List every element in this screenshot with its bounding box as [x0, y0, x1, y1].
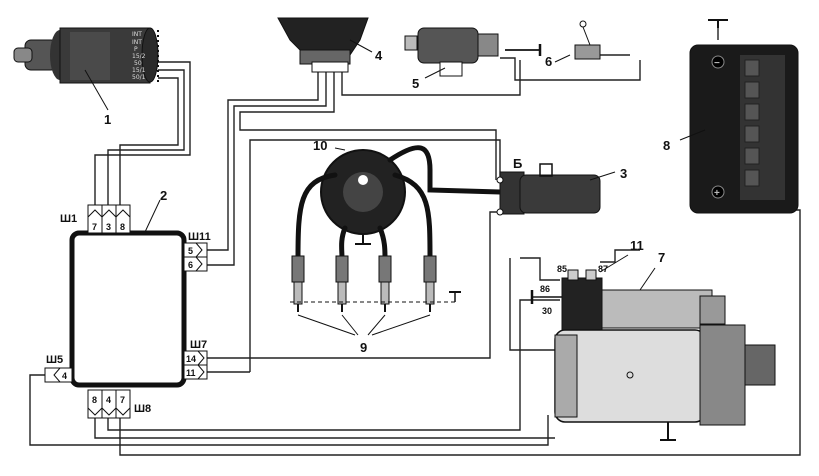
label-spark-plugs: 9	[360, 340, 367, 355]
connector-sh8-name: Ш8	[134, 403, 151, 415]
spark-plug-2	[335, 255, 349, 312]
ignition-switch-terminals: INT INT P 15/2 50 15/1 50/1	[132, 31, 146, 81]
connector-sh5: 4	[44, 367, 73, 383]
ignition-switch: INT INT P 15/2 50 15/1 50/1	[13, 27, 159, 111]
tach-relay	[404, 27, 542, 79]
label-ignition-switch: 1	[104, 112, 111, 127]
battery-minus: −	[714, 58, 720, 69]
connector-sh5-name: Ш5	[46, 354, 63, 366]
connector-sh7-name: Ш7	[190, 339, 207, 351]
econ-switch	[554, 20, 601, 63]
sh7-pin-11: 11	[186, 368, 196, 378]
relay-terminal-30: 30	[542, 306, 552, 316]
sh7-pin-14: 14	[186, 354, 196, 364]
distributor	[320, 147, 406, 245]
spark-plug-4	[423, 255, 437, 312]
terminal-p: P	[134, 46, 138, 53]
battery-plus: +	[714, 188, 720, 199]
connector-sh1: 7 3 8	[87, 204, 131, 234]
sh1-pin-7: 7	[92, 222, 97, 232]
battery: − +	[679, 44, 799, 214]
sh5-pin-4: 4	[62, 371, 67, 381]
ground-symbol-battery	[708, 19, 728, 28]
terminal-int-1: INT	[132, 31, 142, 38]
sh11-pin-5: 5	[188, 246, 193, 256]
connector-sh11-name: Ш11	[188, 231, 211, 243]
label-battery: 8	[663, 138, 670, 153]
ignition-coil	[496, 163, 616, 216]
terminal-15-1: 15/1	[132, 67, 146, 74]
relay-terminal-85: 85	[557, 264, 567, 274]
label-distributor: 10	[313, 138, 327, 153]
sh1-pin-8: 8	[120, 222, 125, 232]
spark-plug-1	[291, 255, 305, 312]
connector-sh8: 8 4 7	[87, 389, 131, 419]
terminal-int-2: INT	[132, 39, 142, 46]
terminal-50-1: 50/1	[132, 74, 146, 81]
sh8-pin-7: 7	[120, 395, 125, 405]
coil-terminal-b: Б	[513, 156, 522, 171]
label-econ-switch: 6	[545, 54, 552, 69]
sh1-pin-3: 3	[106, 222, 111, 232]
sh11-pin-6: 6	[188, 260, 193, 270]
spark-plugs	[290, 255, 461, 336]
terminal-50: 50	[134, 60, 142, 67]
connector-sh1-name: Ш1	[60, 213, 77, 225]
label-traction-relay: 11	[630, 238, 644, 253]
hall-sensor	[277, 17, 373, 73]
terminal-15-2: 15/2	[132, 53, 146, 60]
connector-sh7: 14 11	[183, 350, 208, 380]
traction-relay	[530, 254, 726, 334]
label-ignition-coil: 3	[620, 166, 627, 181]
label-starter: 7	[658, 250, 665, 265]
relay-terminal-86: 86	[540, 284, 550, 294]
wiring	[29, 28, 801, 456]
label-tach-relay: 5	[412, 76, 419, 91]
connector-sh11: 5 6	[183, 242, 208, 272]
sh8-pin-8: 8	[92, 395, 97, 405]
sh8-pin-4: 4	[106, 395, 111, 405]
label-control-unit: 2	[160, 188, 167, 203]
spark-plug-3	[378, 255, 392, 312]
label-hall-sensor: 4	[375, 48, 383, 63]
relay-terminal-87: 87	[598, 264, 608, 274]
starter	[554, 267, 776, 441]
